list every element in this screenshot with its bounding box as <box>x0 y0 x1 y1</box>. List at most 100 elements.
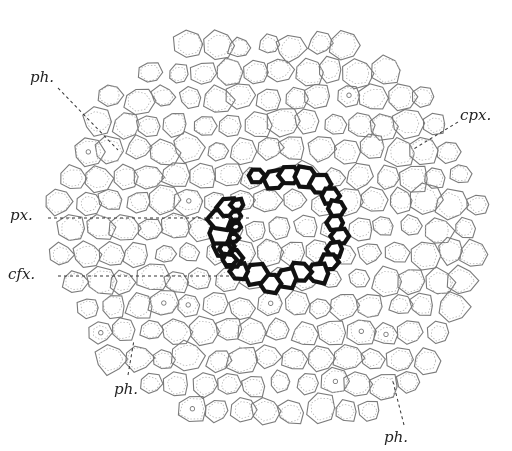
cell-nucleus <box>384 332 388 336</box>
cell-lining <box>397 112 419 133</box>
parenchyma-cell <box>400 166 428 192</box>
cell-lining <box>100 86 119 104</box>
cell-lining <box>341 87 358 104</box>
cell-nucleus <box>269 301 273 305</box>
cell-lining <box>230 86 251 105</box>
parenchyma-cell <box>178 397 205 422</box>
parenchyma-cell <box>291 322 318 345</box>
cell-lining <box>362 404 377 418</box>
cell-lining <box>337 404 354 419</box>
cell-lining <box>168 376 186 394</box>
parenchyma-cell <box>162 213 192 238</box>
parenchyma-cell <box>73 241 102 268</box>
cell-lining <box>416 352 436 370</box>
parenchyma-cell <box>110 270 136 295</box>
cell-lining <box>352 272 365 284</box>
cell-lining <box>393 298 408 312</box>
parenchyma-cell <box>99 242 125 266</box>
parenchyma-cell <box>267 59 295 82</box>
label-cpx: cpx. <box>460 106 491 124</box>
cell-lining <box>347 374 371 394</box>
cell-lining <box>142 265 165 290</box>
cell-lining <box>195 66 214 82</box>
parenchyma-cell <box>173 30 202 57</box>
cell-lining <box>308 87 329 106</box>
cell-lining <box>320 61 338 79</box>
parenchyma-cell <box>123 242 147 267</box>
cell-lining <box>248 224 263 238</box>
cell-lining <box>260 293 282 314</box>
cell-lining <box>282 405 301 422</box>
cell-lining <box>442 294 464 319</box>
parenchyma-cell <box>137 116 161 137</box>
cell-lining <box>450 269 475 292</box>
xylem-cell <box>328 200 345 216</box>
cell-lining <box>362 136 384 156</box>
cell-lining <box>300 377 317 392</box>
cell-lining <box>233 143 253 160</box>
parenchyma-cell <box>330 295 360 321</box>
cell-lining <box>191 272 209 288</box>
parenchyma-cell <box>218 374 242 395</box>
cell-lining <box>230 347 257 372</box>
cell-lining <box>81 301 98 316</box>
cell-lining <box>53 247 69 263</box>
cell-lining <box>354 221 372 236</box>
cell-lining <box>144 323 160 338</box>
cell-lining <box>403 169 425 188</box>
parenchyma-cell <box>98 189 122 209</box>
cell-lining <box>363 89 384 108</box>
cell-lining <box>351 167 369 187</box>
cell-nucleus <box>86 150 90 154</box>
cell-lining <box>379 169 398 186</box>
parenchyma-cell <box>148 291 179 315</box>
parenchyma-cell <box>447 265 479 294</box>
parenchyma-cell <box>98 85 124 106</box>
parenchyma-cell <box>256 89 280 111</box>
parenchyma-cell <box>113 318 136 341</box>
parenchyma-cell <box>307 393 335 424</box>
cell-lining <box>209 403 225 418</box>
parenchyma-cell <box>294 215 317 237</box>
cell-lining <box>285 351 304 368</box>
cell-lining <box>130 295 151 317</box>
parenchyma-cell <box>414 348 441 375</box>
cell-lining <box>222 376 238 393</box>
label-ph-lower-right: ph. <box>384 428 408 446</box>
cell-lining <box>141 65 160 81</box>
parenchyma-cell <box>217 58 243 85</box>
parenchyma-cell <box>386 348 413 371</box>
label-cfx: cfx. <box>8 265 35 283</box>
parenchyma-cell <box>150 185 181 215</box>
parenchyma-cell <box>427 321 448 343</box>
cell-lining <box>336 347 358 367</box>
label-px: px. <box>10 206 33 224</box>
cell-lining <box>327 116 342 133</box>
cell-lining <box>412 140 434 161</box>
cell-lining <box>403 218 419 233</box>
cell-lining <box>321 322 344 342</box>
cell-lining <box>288 293 306 314</box>
cell-lining <box>76 246 97 264</box>
cell-lining <box>426 170 443 186</box>
parenchyma-cell <box>194 117 217 136</box>
cell-lining <box>415 187 437 211</box>
cell-nucleus <box>190 407 194 411</box>
cell-lining <box>197 377 215 395</box>
cell-lining <box>272 375 289 389</box>
parenchyma-cell <box>413 87 434 108</box>
cell-nucleus <box>162 301 166 305</box>
cell-lining <box>179 33 202 55</box>
cell-lining <box>235 402 251 419</box>
cell-lining <box>195 118 212 133</box>
parenchyma-cell <box>226 347 258 373</box>
cell-lining <box>167 275 185 290</box>
cell-lining <box>428 118 444 133</box>
cell-lining <box>193 168 215 186</box>
cell-lining <box>191 221 209 239</box>
cell-lining <box>221 117 240 133</box>
cell-lining <box>295 326 314 344</box>
cell-lining <box>391 142 415 164</box>
cell-lining <box>144 377 160 391</box>
cell-lining <box>270 321 286 338</box>
